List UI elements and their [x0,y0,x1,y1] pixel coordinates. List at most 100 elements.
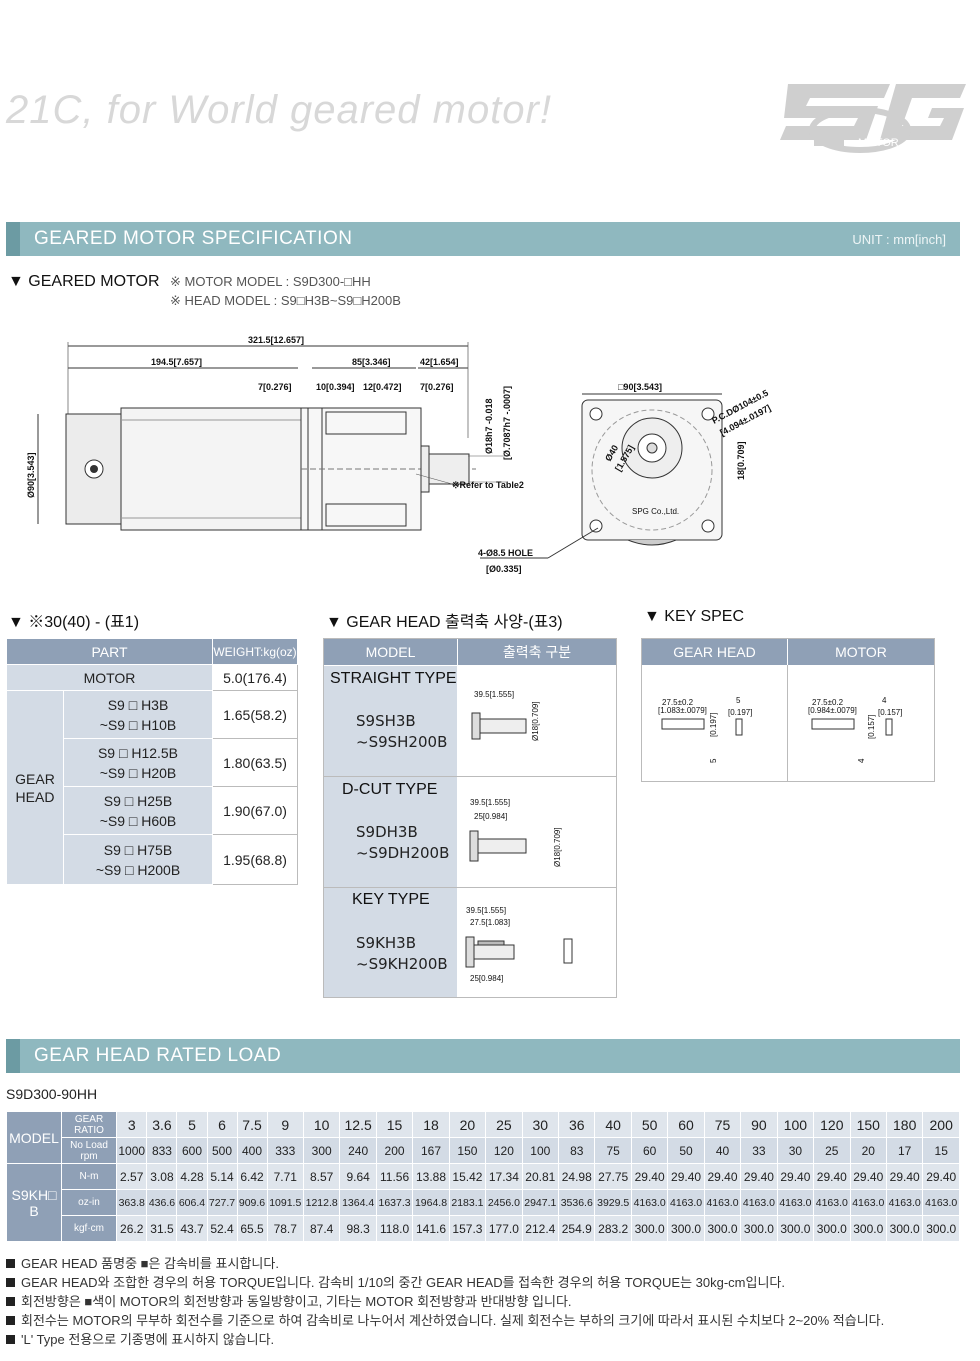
table-cell: 283.2 [594,1215,632,1242]
table-cell: 78.7 [266,1215,304,1242]
row-label: oz-in [61,1189,117,1216]
table-cell: 300.0 [885,1215,924,1242]
dim-text: [0.197] [709,713,718,737]
model-header: MODEL [6,1111,62,1164]
dim-text: [0.984±.0079] [808,706,857,715]
unit-label: UNIT : mm[inch] [852,232,946,247]
table-cell: 13.88 [412,1163,450,1190]
motor-key-diagram: 27.5±0.2 [0.984±.0079] 4 [0.157] 4 [0.15… [808,696,902,763]
spg-logo: MOTOR [780,60,970,164]
row-label: GEAR RATIO [61,1111,117,1138]
dim-body: 194.5[7.657] [151,357,202,367]
table-cell: 300.0 [703,1215,742,1242]
table-cell: 167 [412,1137,450,1164]
table-cell: 11.56 [375,1163,414,1190]
table-cell: 833 [146,1137,178,1164]
dim-85: 85[3.346] [352,357,391,367]
dim-text: 4 [857,758,866,763]
table-cell: 4163.0 [667,1189,705,1216]
table-cell: 50 [667,1137,705,1164]
row-label: kgf·cm [61,1215,117,1242]
table-cell: 20 [448,1111,487,1138]
table-cell: 8.57 [302,1163,341,1190]
table-cell: 40 [703,1137,742,1164]
table-cell: 75 [703,1111,742,1138]
model-b: ~S9DH200B [356,844,450,862]
table-cell: 300.0 [849,1215,887,1242]
geared-motor-heading: ▼ GEARED MOTOR [8,273,160,290]
table-cell: 1637.3 [375,1189,414,1216]
table-cell: 98.3 [339,1215,377,1242]
note-line: 회전방향은 ■색이 MOTOR의 회전방향과 동일방향이고, 기타는 MOTOR… [6,1291,572,1310]
dim-text: [0.197] [728,708,752,717]
refer-note: ※Refer to Table2 [452,480,524,490]
dim-text: 27.5±0.2 [662,698,694,707]
table-cell: 18 [412,1111,450,1138]
dim-text: 27.5±0.2 [812,698,844,707]
table-cell: 1091.5 [266,1189,304,1216]
dim-12: 12[0.472] [363,382,402,392]
table-cell: 100 [776,1111,815,1138]
gh-row-b: ~S9 □ H10B [99,716,177,733]
table-cell: 9.64 [339,1163,377,1190]
dcut-shaft-diagram: 39.5[1.555] 25[0.984] Ø18[0.709] [469,798,562,867]
gh-row-b: ~S9 □ H200B [95,861,181,878]
table-cell: 83 [558,1137,596,1164]
t3-col-shaft: 출력축 구분 [458,639,616,665]
table-cell: 25 [485,1111,523,1138]
table-cell: 3.6 [146,1111,178,1138]
table-cell: 27.75 [594,1163,632,1190]
table-cell: 300.0 [630,1215,669,1242]
table-cell: 50 [630,1111,669,1138]
dim-shaft-dia: Ø18h7 -0.018 [484,398,494,454]
table-cell: 141.6 [412,1215,450,1242]
table-cell: 120 [485,1137,523,1164]
dim-text: [0.157] [878,708,902,717]
table-cell: 606.4 [176,1189,208,1216]
gh-weight: 1.95(68.8) [212,834,298,885]
table-cell: 500 [206,1137,238,1164]
table-cell: 90 [740,1111,778,1138]
table-cell: 300.0 [667,1215,705,1242]
stamp-text: SPG Co.,Ltd. [632,507,679,516]
table-cell: 29.40 [813,1163,851,1190]
dim-text: 39.5[1.555] [470,798,510,807]
model-b: ~S9KH200B [356,955,448,973]
table-cell: 120 [813,1111,851,1138]
type-key: KEY TYPE [352,891,430,908]
table-cell: 52.4 [206,1215,238,1242]
ks-col-gh: GEAR HEAD [642,639,787,665]
table-cell: 1212.8 [302,1189,341,1216]
model-a: S9SH3B [356,712,416,730]
dim-text: 39.5[1.555] [466,906,506,915]
table-cell: 1364.4 [339,1189,377,1216]
table-cell: 200 [922,1111,960,1138]
table-cell: 1964.8 [412,1189,450,1216]
col-part: PART [6,638,213,665]
model-a: S9DH3B [356,823,418,841]
table-cell: 29.40 [630,1163,669,1190]
table-cell: 9 [266,1111,304,1138]
table-cell: 4163.0 [849,1189,887,1216]
dim-total: 321.5[12.657] [248,335,304,345]
table-cell: 333 [266,1137,304,1164]
table-cell: 29.40 [885,1163,924,1190]
table-cell: 4163.0 [630,1189,669,1216]
table-cell: 29.40 [922,1163,960,1190]
table-cell: 17.34 [485,1163,523,1190]
straight-shaft-diagram: 39.5[1.555] Ø18[0.709] [471,690,540,741]
dim-18: 18[0.709] [736,441,746,480]
table-cell: 363.8 [115,1189,148,1216]
row-label: N-m [61,1163,117,1190]
type-dcut: D-CUT TYPE [342,781,438,798]
table-cell: 33 [740,1137,778,1164]
tagline: 21C, for World geared motor! [6,88,552,132]
table-cell: 100 [521,1137,560,1164]
table-cell: 26.2 [115,1215,148,1242]
dim-7: 7[0.276] [258,382,292,392]
hole-label-in: [Ø0.335] [486,564,522,574]
table-cell: 212.4 [521,1215,560,1242]
row-label: No Load rpm [61,1137,117,1164]
spec-band: GEARED MOTOR SPECIFICATION UNIT : mm[inc… [6,222,960,256]
logo-sub: MOTOR [858,137,899,149]
